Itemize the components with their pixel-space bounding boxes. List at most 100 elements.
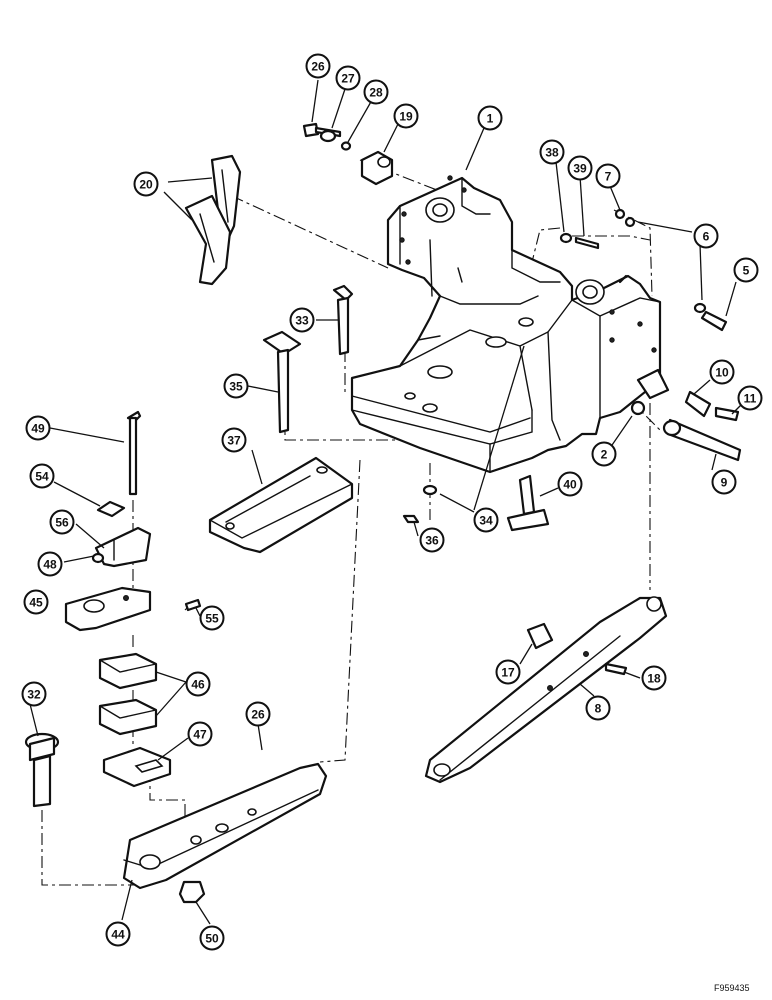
callout-36: 36 bbox=[419, 527, 445, 553]
stand-and-pins bbox=[402, 474, 550, 532]
callout-1: 1 bbox=[477, 105, 503, 131]
right-hardware bbox=[630, 368, 742, 462]
callout-8: 8 bbox=[585, 695, 611, 721]
callout-18: 18 bbox=[641, 665, 667, 691]
hitch-pin bbox=[24, 732, 60, 808]
callout-circle bbox=[733, 257, 759, 283]
callout-circle bbox=[539, 139, 565, 165]
callout-40: 40 bbox=[557, 471, 583, 497]
callout-circle bbox=[709, 359, 735, 385]
callout-circle bbox=[221, 427, 247, 453]
callout-7: 7 bbox=[595, 163, 621, 189]
callout-circle bbox=[25, 415, 51, 441]
callout-45: 45 bbox=[23, 589, 49, 615]
callout-circle bbox=[37, 551, 63, 577]
callout-39: 39 bbox=[567, 155, 593, 181]
callout-circle bbox=[393, 103, 419, 129]
callout-circle bbox=[557, 471, 583, 497]
callout-number: 54 bbox=[35, 470, 49, 484]
callout-number: 44 bbox=[111, 928, 125, 942]
callout-33: 33 bbox=[289, 307, 315, 333]
callout-number: 7 bbox=[605, 170, 612, 184]
main-housing bbox=[350, 175, 662, 474]
callout-circle bbox=[21, 681, 47, 707]
callout-circle bbox=[185, 671, 211, 697]
callout-circle bbox=[737, 385, 763, 411]
callout-number: 9 bbox=[721, 476, 728, 490]
callout-35: 35 bbox=[223, 373, 249, 399]
callout-circle bbox=[641, 665, 667, 691]
callout-46: 46 bbox=[185, 671, 211, 697]
callout-number: 39 bbox=[573, 162, 587, 176]
callout-number: 1 bbox=[487, 112, 494, 126]
callout-28: 28 bbox=[363, 79, 389, 105]
drawbar-plate bbox=[208, 456, 354, 554]
lift-link bbox=[424, 596, 668, 784]
callout-number: 55 bbox=[205, 612, 219, 626]
callout-circle bbox=[473, 507, 499, 533]
callout-37: 37 bbox=[221, 427, 247, 453]
callout-circle bbox=[591, 441, 617, 467]
lynch-pins bbox=[262, 284, 354, 434]
callout-38: 38 bbox=[539, 139, 565, 165]
callout-circle bbox=[711, 469, 737, 495]
callout-19: 19 bbox=[393, 103, 419, 129]
callout-number: 5 bbox=[743, 264, 750, 278]
callout-circle bbox=[477, 105, 503, 131]
callout-number: 8 bbox=[595, 702, 602, 716]
hitch-stack bbox=[64, 410, 202, 788]
callout-circle bbox=[245, 701, 271, 727]
callout-circle bbox=[305, 53, 331, 79]
callout-number: 37 bbox=[227, 434, 241, 448]
callout-number: 26 bbox=[311, 60, 325, 74]
callout-circle bbox=[595, 163, 621, 189]
callout-50: 50 bbox=[199, 925, 225, 951]
callout-circle bbox=[23, 589, 49, 615]
callout-47: 47 bbox=[187, 721, 213, 747]
callout-circle bbox=[419, 527, 445, 553]
callout-circle bbox=[187, 721, 213, 747]
callout-number: 35 bbox=[229, 380, 243, 394]
leader-lines bbox=[29, 79, 743, 925]
callout-44: 44 bbox=[105, 921, 131, 947]
blade-parts bbox=[184, 154, 242, 286]
callout-number: 47 bbox=[193, 728, 207, 742]
callout-circle bbox=[133, 171, 159, 197]
callout-17: 17 bbox=[495, 659, 521, 685]
callout-32: 32 bbox=[21, 681, 47, 707]
callout-27: 27 bbox=[335, 65, 361, 91]
callout-circle bbox=[223, 373, 249, 399]
callout-number: 17 bbox=[501, 666, 515, 680]
callout-number: 18 bbox=[647, 672, 661, 686]
callout-circle bbox=[585, 695, 611, 721]
swinging-drawbar bbox=[122, 762, 328, 904]
callout-circle bbox=[49, 509, 75, 535]
callout-number: 49 bbox=[31, 422, 45, 436]
callout-10: 10 bbox=[709, 359, 735, 385]
callout-6: 6 bbox=[693, 223, 719, 249]
callout-number: 19 bbox=[399, 110, 413, 124]
callout-26a: 26 bbox=[305, 53, 331, 79]
callout-number: 33 bbox=[295, 314, 309, 328]
callout-20: 20 bbox=[133, 171, 159, 197]
callout-number: 34 bbox=[479, 514, 493, 528]
callout-number: 38 bbox=[545, 146, 559, 160]
callout-number: 26 bbox=[251, 708, 265, 722]
callout-5: 5 bbox=[733, 257, 759, 283]
callout-circle bbox=[29, 463, 55, 489]
callout-number: 36 bbox=[425, 534, 439, 548]
callout-circle bbox=[693, 223, 719, 249]
figure-reference: F959435 bbox=[714, 983, 750, 993]
callout-34: 34 bbox=[473, 507, 499, 533]
callout-55: 55 bbox=[199, 605, 225, 631]
callout-number: 2 bbox=[601, 448, 608, 462]
callout-number: 10 bbox=[715, 366, 729, 380]
callout-number: 27 bbox=[341, 72, 355, 86]
callout-circle bbox=[567, 155, 593, 181]
callout-number: 28 bbox=[369, 86, 383, 100]
callout-2: 2 bbox=[591, 441, 617, 467]
callout-number: 11 bbox=[744, 392, 757, 406]
callout-circle bbox=[495, 659, 521, 685]
callout-circle bbox=[199, 925, 225, 951]
